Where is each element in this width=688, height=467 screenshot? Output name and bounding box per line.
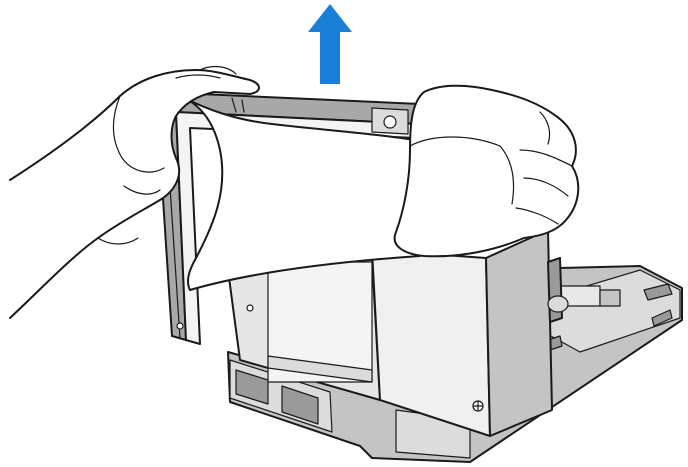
unit-body [227,229,569,437]
tray-slot [651,309,673,327]
tray-block-side [599,289,621,307]
left-hand [9,65,260,319]
body-screw [246,304,254,312]
frame-screw-bottom [176,322,184,330]
frame-screw-hole [383,115,397,129]
tray-tab [643,283,673,301]
right-hand [393,84,580,258]
roller [547,295,569,313]
up-arrow-icon [308,4,352,84]
protective-sheet [179,95,421,291]
